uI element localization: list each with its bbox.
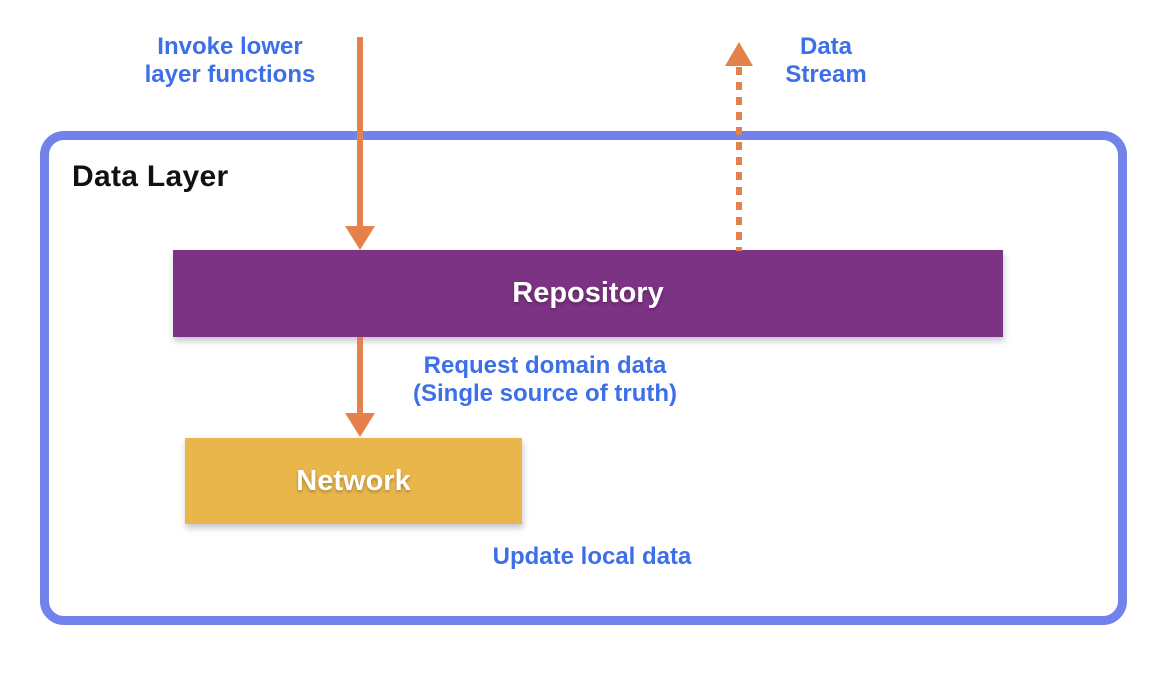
invoke-label-line2: layer functions xyxy=(144,61,316,88)
repository-node-label: Repository xyxy=(512,277,664,309)
network-node: Network xyxy=(185,438,522,524)
invoke-arrow-line xyxy=(357,37,363,228)
update-local-data-label-text: Update local data xyxy=(492,543,692,570)
data-stream-label: Data Stream xyxy=(756,33,896,89)
invoke-label-line1: Invoke lower xyxy=(157,33,303,60)
data-stream-label-line2: Stream xyxy=(785,61,867,88)
request-arrow-line xyxy=(357,337,363,415)
data-layer-container xyxy=(40,131,1127,625)
request-arrow-down-head-icon xyxy=(345,413,375,437)
request-domain-data-label: Request domain data (Single source of tr… xyxy=(378,352,712,408)
update-local-data-label: Update local data xyxy=(462,543,722,571)
network-node-label: Network xyxy=(296,464,411,497)
invoke-label: Invoke lower layer functions xyxy=(110,33,350,89)
request-domain-data-label-line2: (Single source of truth) xyxy=(413,380,677,407)
request-domain-data-label-line1: Request domain data xyxy=(423,352,667,379)
invoke-arrow-down-head-icon xyxy=(345,226,375,250)
data-stream-label-line1: Data xyxy=(799,33,853,60)
data-layer-title: Data Layer xyxy=(72,160,229,193)
data-stream-arrow-dashed-line xyxy=(736,67,742,251)
repository-node: Repository xyxy=(173,250,1003,337)
data-stream-arrow-up-head-icon xyxy=(725,42,753,66)
